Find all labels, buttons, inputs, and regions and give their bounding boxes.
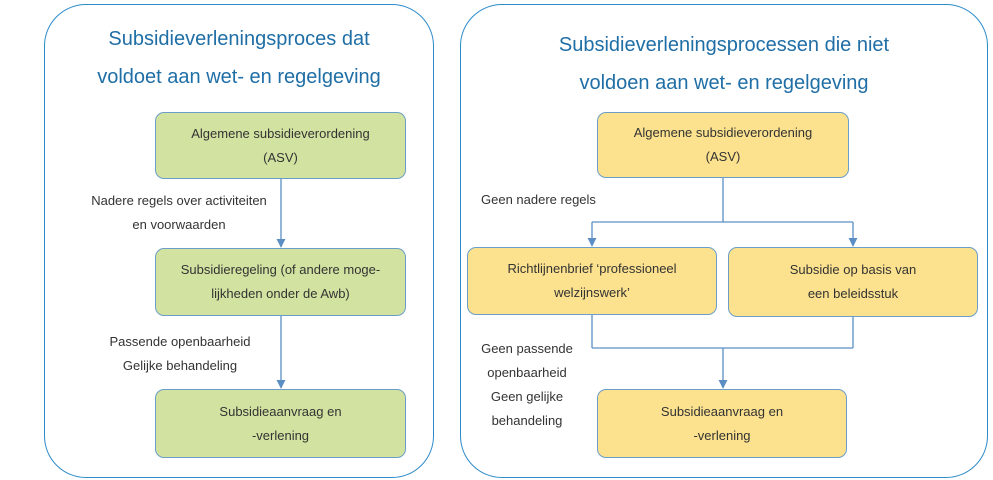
- right-box-asv: Algemene subsidieverordening (ASV): [597, 112, 849, 178]
- right-box-aanvraag: Subsidieaanvraag en -verlening: [597, 389, 847, 458]
- right-note-geen-nadere-regels: Geen nadere regels: [481, 192, 596, 207]
- right-panel-title: Subsidieverleningsprocessen die niet vol…: [558, 34, 890, 94]
- left-panel-title: Subsidieverleningsproces dat voldoet aan…: [97, 28, 381, 88]
- left-note-nadere-regels: Nadere regels over activiteiten en voorw…: [91, 193, 267, 232]
- right-box-richtlijnenbrief: Richtlijnenbrief ‘professioneel welzijns…: [467, 247, 717, 315]
- left-box-asv: Algemene subsidieverordening (ASV): [155, 112, 406, 179]
- right-note-geen-openbaarheid: Geen passende openbaarheid Geen gelijke …: [481, 341, 573, 428]
- left-note-openbaarheid: Passende openbaarheid Gelijke behandelin…: [109, 334, 251, 373]
- left-box-subsidieregeling: Subsidieregeling (of andere moge- lijkhe…: [155, 248, 406, 316]
- right-box-beleidsstuk: Subsidie op basis van een beleidsstuk: [728, 247, 978, 317]
- left-box-aanvraag: Subsidieaanvraag en -verlening: [155, 389, 406, 458]
